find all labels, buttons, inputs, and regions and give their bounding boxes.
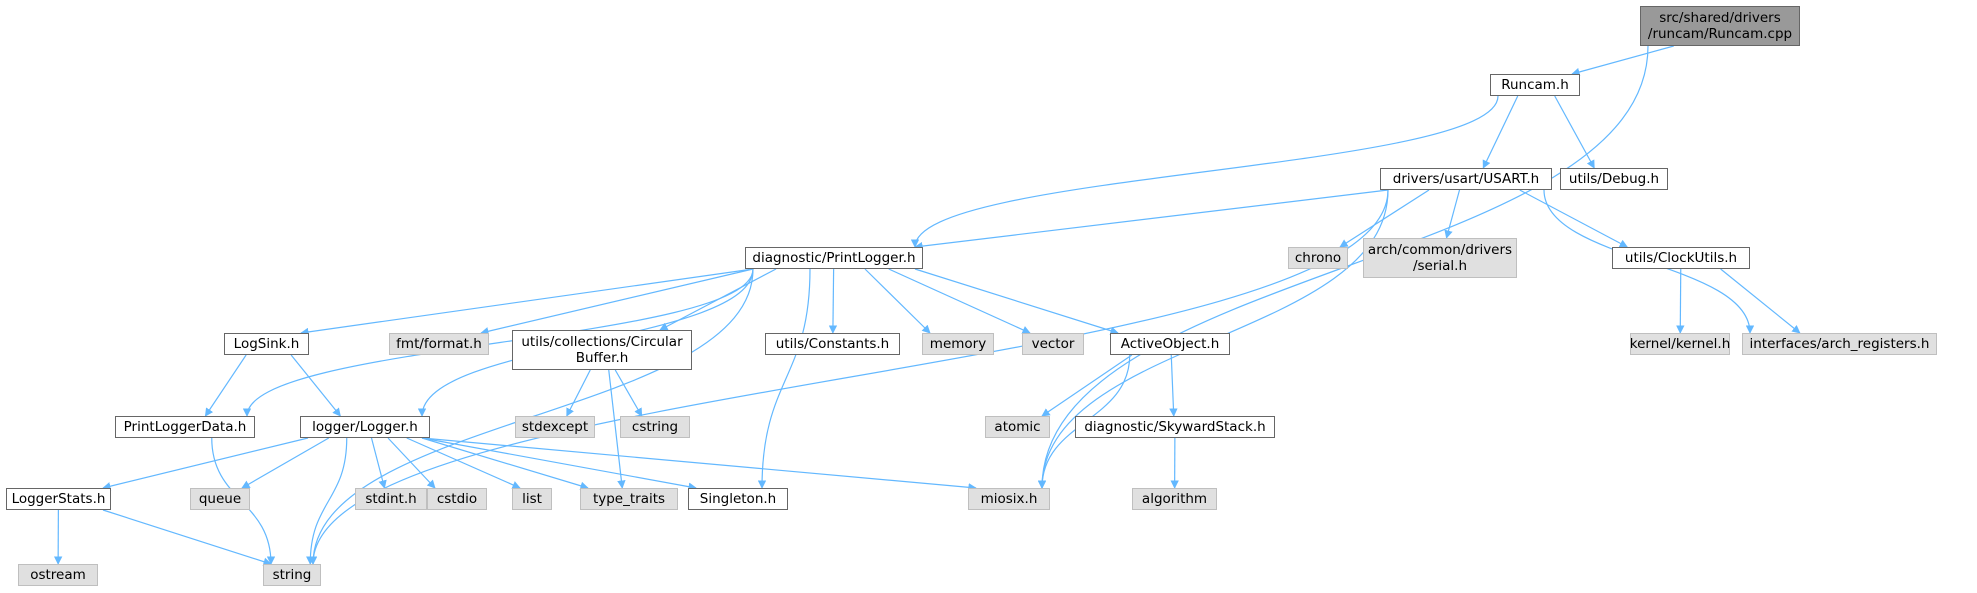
edge-root-to-runcam_h — [1571, 45, 1674, 77]
edge-logsink_h-to-printloggerdata — [204, 354, 247, 417]
node-constants-h[interactable]: utils/Constants.h — [765, 333, 900, 355]
node-logsink-h[interactable]: LogSink.h — [224, 333, 309, 355]
node-string: string — [263, 564, 321, 586]
node-ostream: ostream — [18, 564, 98, 586]
edge-logger_h-to-loggerstats_h — [102, 437, 309, 491]
edge-printlogger_h-to-fmt_format — [480, 268, 754, 336]
node-skywardstack-h[interactable]: diagnostic/SkywardStack.h — [1075, 416, 1275, 438]
node-printloggerdata-h[interactable]: PrintLoggerData.h — [115, 416, 255, 438]
edge-usart_h-to-serial_h — [1444, 189, 1461, 239]
node-cstring: cstring — [620, 416, 690, 438]
node-runcam-cpp[interactable]: src/shared/drivers /runcam/Runcam.cpp — [1640, 6, 1800, 46]
edge-printlogger_h-to-singleton_h — [757, 268, 811, 489]
edge-runcam_h-to-usart_h — [1482, 95, 1519, 169]
node-printlogger-h[interactable]: diagnostic/PrintLogger.h — [745, 247, 923, 269]
edge-runcam_h-to-printlogger_h — [910, 95, 1499, 248]
node-clockutils-h[interactable]: utils/ClockUtils.h — [1612, 247, 1750, 269]
node-runcam-h[interactable]: Runcam.h — [1490, 74, 1580, 96]
edge-runcam_h-to-utils_debug — [1554, 95, 1595, 169]
node-algorithm: algorithm — [1132, 488, 1217, 510]
node-list: list — [512, 488, 552, 510]
edge-usart_h-to-clockutils_h — [1519, 189, 1628, 248]
node-miosix-h: miosix.h — [968, 488, 1050, 510]
node-fmt-format-h: fmt/format.h — [389, 333, 489, 355]
node-kernel-h: kernel/kernel.h — [1630, 333, 1730, 355]
node-arch-registers-h: interfaces/arch_registers.h — [1742, 333, 1937, 355]
edge-loggerstats_h-to-string — [102, 509, 272, 566]
edge-printlogger_h-to-memory — [864, 268, 931, 334]
node-activeobject-h[interactable]: ActiveObject.h — [1110, 333, 1230, 355]
edge-logger_h-to-string — [306, 437, 348, 565]
edge-logger_h-to-stdint_h — [370, 437, 387, 489]
edge-logger_h-to-queue — [241, 437, 330, 489]
edge-logger_h-to-cstdio — [387, 437, 436, 489]
node-queue: queue — [190, 488, 250, 510]
node-vector: vector — [1022, 333, 1084, 355]
edge-logger_h-to-miosix_h — [421, 437, 977, 492]
node-memory: memory — [922, 333, 994, 355]
edge-circularbuffer-to-stdexcept — [566, 369, 591, 417]
node-stdexcept: stdexcept — [515, 416, 595, 438]
edge-logger_h-to-type_traits — [421, 437, 589, 490]
edge-logger_h-to-list — [406, 437, 521, 489]
node-type-traits: type_traits — [580, 488, 678, 510]
edge-activeobject_h-to-skywardstack_h — [1169, 354, 1178, 417]
node-loggerstats-h[interactable]: LoggerStats.h — [6, 488, 111, 510]
node-singleton-h[interactable]: Singleton.h — [688, 488, 788, 510]
node-utils-debug-h[interactable]: utils/Debug.h — [1560, 168, 1668, 190]
node-atomic: atomic — [985, 416, 1050, 438]
node-circularbuffer-h[interactable]: utils/collections/Circular Buffer.h — [512, 330, 692, 370]
node-usart-h[interactable]: drivers/usart/USART.h — [1380, 168, 1552, 190]
node-logger-h[interactable]: logger/Logger.h — [300, 416, 430, 438]
node-chrono: chrono — [1288, 247, 1348, 269]
edge-clockutils_h-to-kernel_h — [1676, 268, 1685, 334]
edge-usart_h-to-chrono — [1339, 189, 1430, 248]
edge-printlogger_h-to-circularbuffer — [659, 268, 777, 331]
edge-printlogger_h-to-vector — [888, 268, 1031, 334]
edge-logger_h-to-singleton_h — [421, 437, 697, 491]
edge-usart_h-to-printlogger_h — [914, 189, 1389, 251]
edge-activeobject_h-to-atomic — [1041, 354, 1133, 417]
edge-printlogger_h-to-activeobject_h — [914, 268, 1119, 335]
edge-clockutils_h-to-arch_registers — [1720, 268, 1801, 334]
node-cstdio: cstdio — [427, 488, 487, 510]
edge-circularbuffer-to-type_traits — [608, 369, 626, 489]
node-serial-h: arch/common/drivers /serial.h — [1363, 238, 1517, 278]
edge-circularbuffer-to-cstring — [614, 369, 643, 417]
edge-logsink_h-to-logger_h — [290, 354, 341, 417]
edge-printlogger_h-to-logsink_h — [300, 268, 754, 337]
node-stdint-h: stdint.h — [355, 488, 427, 510]
edge-printlogger_h-to-constants_h — [828, 268, 838, 334]
